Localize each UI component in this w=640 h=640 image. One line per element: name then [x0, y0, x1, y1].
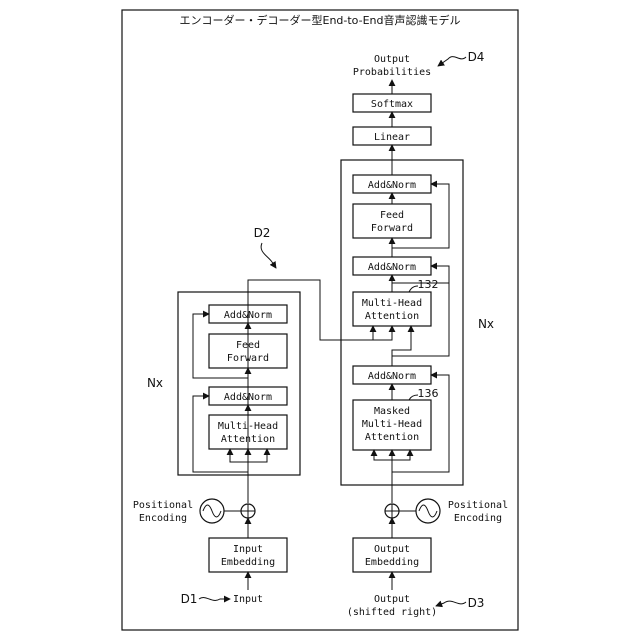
- decoder-output-embedding-label-1: Output: [374, 544, 410, 555]
- ref-d2: D2: [254, 226, 271, 240]
- decoder-nx-label: Nx: [478, 317, 494, 331]
- decoder-masked-label-1: Masked: [374, 406, 410, 417]
- ref-d3-leader: [436, 601, 466, 606]
- decoder-positional-label-1: Positional: [448, 500, 508, 511]
- ref-d4: D4: [468, 50, 485, 64]
- diagram-title: エンコーダー・デコーダー型End-to-End音声認識モデル: [180, 13, 461, 27]
- decoder-feed-forward-label-1: Feed: [380, 210, 404, 221]
- decoder-multi-head-label-1: Multi-Head: [362, 298, 422, 309]
- ref-d3: D3: [468, 596, 485, 610]
- ref-d2-leader: [261, 243, 276, 268]
- decoder-feed-forward-label-2: Forward: [371, 223, 413, 234]
- encoder-positional-label-1: Positional: [133, 500, 193, 511]
- encoder-positional-label-2: Encoding: [139, 513, 187, 524]
- ref-d1: D1: [181, 592, 198, 606]
- encoder-input-embedding-label-1: Input: [233, 544, 263, 555]
- encoder-input-embedding-label-2: Embedding: [221, 557, 275, 568]
- decoder-linear-label: Linear: [374, 132, 410, 143]
- decoder-add-norm-3-label: Add&Norm: [368, 371, 416, 382]
- decoder-add-norm-2-label: Add&Norm: [368, 262, 416, 273]
- decoder-add-norm-1-label: Add&Norm: [368, 180, 416, 191]
- decoder-softmax-label: Softmax: [371, 99, 413, 110]
- ref-132: 132: [418, 278, 439, 291]
- decoder-output-label-2: (shifted right): [347, 607, 437, 618]
- decoder-positional-label-2: Encoding: [454, 513, 502, 524]
- decoder-masked-label-2: Multi-Head: [362, 419, 422, 430]
- ref-d4-leader: [438, 57, 466, 66]
- ref-136: 136: [418, 387, 439, 400]
- encoder-input-label: Input: [233, 594, 263, 605]
- decoder-output-prob-label-1: Output: [374, 54, 410, 65]
- ref-d1-leader: [199, 598, 230, 601]
- decoder-output-label-1: Output: [374, 594, 410, 605]
- decoder-output-embedding-label-2: Embedding: [365, 557, 419, 568]
- decoder-output-prob-label-2: Probabilities: [353, 67, 431, 78]
- encoder-nx-label: Nx: [147, 376, 163, 390]
- decoder-masked-label-3: Attention: [365, 432, 419, 443]
- decoder-multi-head-label-2: Attention: [365, 311, 419, 322]
